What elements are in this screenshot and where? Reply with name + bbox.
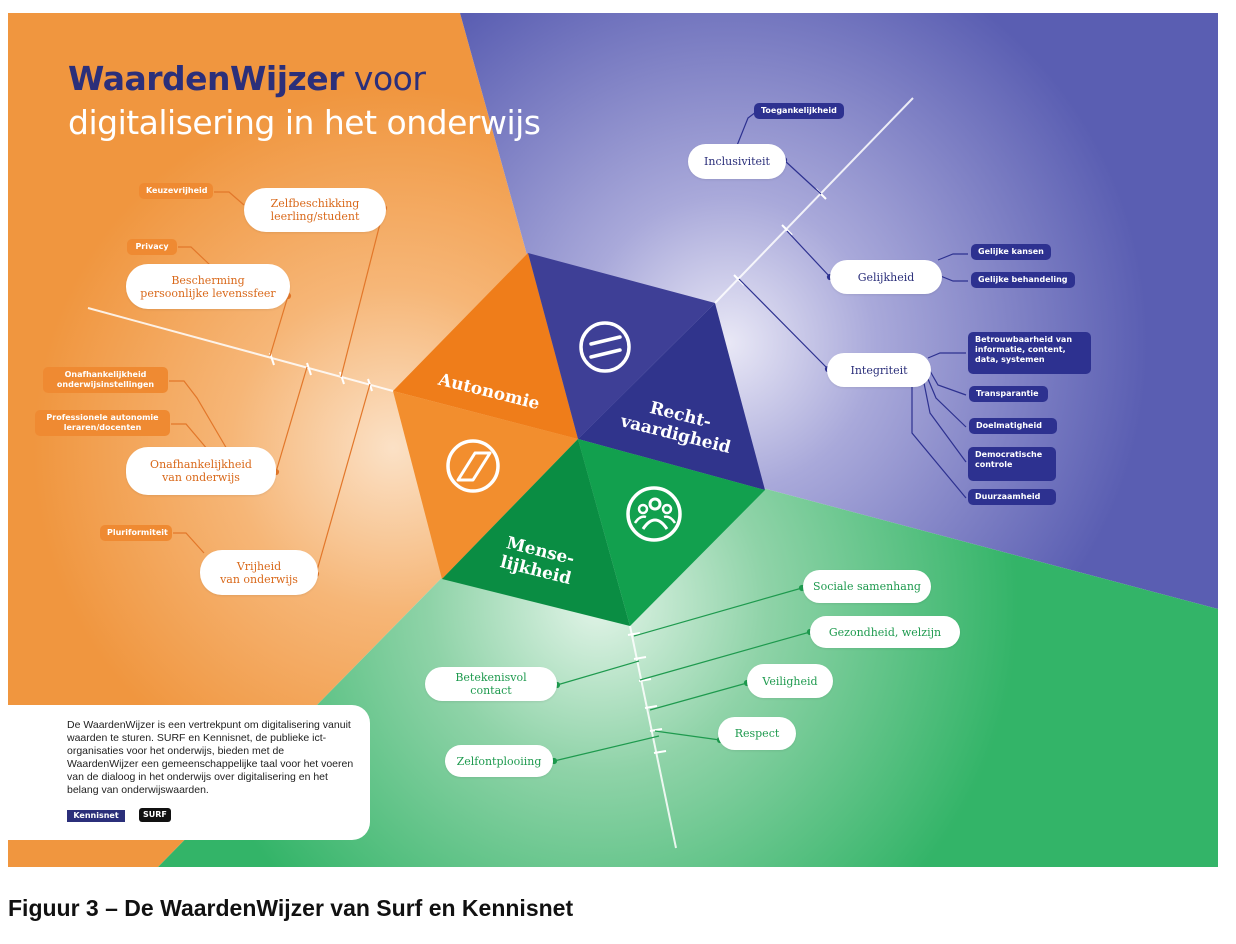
- value-veiligheid[interactable]: Veiligheid: [747, 664, 833, 698]
- kennisnet-logo: Kennisnet: [67, 810, 125, 822]
- hex-mens-left: [442, 439, 630, 626]
- people-icon: [626, 486, 682, 542]
- recht-spine: [714, 97, 914, 304]
- tag-toegankelijkheid[interactable]: Toegankelijkheid: [754, 103, 844, 119]
- value-respect[interactable]: Respect: [718, 717, 796, 750]
- tag-gelijke-kansen[interactable]: Gelijke kansen: [971, 244, 1051, 260]
- tag-transparantie[interactable]: Transparantie: [969, 386, 1048, 402]
- value-zelfontplooiing[interactable]: Zelfontplooiing: [445, 745, 553, 777]
- value-bescherming-line1: Bescherming: [171, 273, 245, 287]
- info-box: De WaardenWijzer is een vertrekpunt om d…: [8, 705, 370, 840]
- tag-democratische-line2: controle: [975, 460, 1013, 469]
- hex-autonomie-top: [393, 253, 578, 439]
- page-title: WaardenWijzer voor digitalisering in het…: [68, 57, 541, 145]
- tag-duurzaamheid[interactable]: Duurzaamheid: [968, 489, 1056, 505]
- title-voor: voor: [353, 59, 426, 98]
- value-inclusiviteit[interactable]: Inclusiviteit: [688, 144, 786, 179]
- tag-betrouwbaarheid-line1: Betrouwbaarheid van: [975, 335, 1073, 344]
- waardenwijzer-poster: WaardenWijzer voor digitalisering in het…: [8, 13, 1218, 867]
- value-onafhankelijkheid-line2: van onderwijs: [162, 471, 240, 484]
- tag-betrouwbaarheid[interactable]: Betrouwbaarheid van informatie, content,…: [968, 332, 1091, 374]
- sector-orange: [8, 13, 578, 867]
- tag-privacy[interactable]: Privacy: [127, 239, 177, 255]
- hex-autonomie-bottom: [393, 391, 578, 579]
- title-brand: WaardenWijzer: [68, 59, 344, 98]
- spine-ticks: [269, 188, 827, 754]
- value-bescherming-line2: persoonlijke levenssfeer: [140, 286, 276, 300]
- tag-betrouwbaarheid-line3: data, systemen: [975, 355, 1045, 364]
- tag-onafhankelijkheid-instellingen[interactable]: Onafhankelijkheid onderwijsinstellingen: [43, 367, 168, 393]
- info-text: De WaardenWijzer is een vertrekpunt om d…: [67, 719, 354, 796]
- value-vrijheid-line1: Vrijheid: [236, 559, 282, 573]
- value-vrijheid[interactable]: Vrijheid van onderwijs: [200, 550, 318, 595]
- value-onafhankelijkheid[interactable]: Onafhankelijkheid van onderwijs: [126, 447, 276, 495]
- tag-onafhankelijkheid-line1: Onafhankelijkheid: [64, 370, 147, 379]
- hex-recht-top: [528, 253, 715, 439]
- compass-icon: [446, 439, 500, 493]
- value-integriteit[interactable]: Integriteit: [827, 353, 931, 387]
- value-betekenisvol-contact[interactable]: Betekenisvol contact: [425, 667, 557, 701]
- tag-professionele-line2: leraren/docenten: [63, 423, 142, 432]
- hex-recht-bottom: [578, 303, 765, 490]
- tag-doelmatigheid[interactable]: Doelmatigheid: [969, 418, 1057, 434]
- figure-caption: Figuur 3 – De WaardenWijzer van Surf en …: [8, 895, 574, 921]
- surf-logo: SURF: [139, 808, 171, 822]
- tag-keuzevrijheid[interactable]: Keuzevrijheid: [139, 183, 213, 199]
- value-gelijkheid[interactable]: Gelijkheid: [830, 260, 942, 294]
- tag-onafhankelijkheid-line2: onderwijsinstellingen: [56, 380, 155, 389]
- value-gezondheid-welzijn[interactable]: Gezondheid, welzijn: [810, 616, 960, 648]
- value-bescherming[interactable]: Bescherming persoonlijke levenssfeer: [126, 264, 290, 309]
- tag-betrouwbaarheid-line2: informatie, content,: [975, 345, 1066, 354]
- tag-professionele-line1: Professionele autonomie: [46, 413, 159, 422]
- tag-pluriformiteit[interactable]: Pluriformiteit: [100, 525, 172, 541]
- title-line2: digitalisering in het onderwijs: [68, 103, 541, 142]
- tag-democratische-controle[interactable]: Democratische controle: [968, 447, 1056, 481]
- sector-green: [158, 439, 1218, 867]
- tag-democratische-line1: Democratische: [975, 450, 1043, 459]
- value-zelfbeschikking-line1: Zelfbeschikking: [270, 197, 360, 210]
- value-zelfbeschikking-line2: leerling/student: [270, 210, 360, 223]
- value-onafhankelijkheid-line1: Onafhankelijkheid: [150, 458, 252, 471]
- tag-professionele-autonomie[interactable]: Professionele autonomie leraren/docenten: [35, 410, 170, 436]
- value-zelfbeschikking[interactable]: Zelfbeschikking leerling/student: [244, 188, 386, 232]
- value-vrijheid-line2: van onderwijs: [220, 572, 298, 586]
- equals-icon: [579, 321, 631, 373]
- tag-gelijke-behandeling[interactable]: Gelijke behandeling: [971, 272, 1075, 288]
- value-sociale-samenhang[interactable]: Sociale samenhang: [803, 570, 931, 603]
